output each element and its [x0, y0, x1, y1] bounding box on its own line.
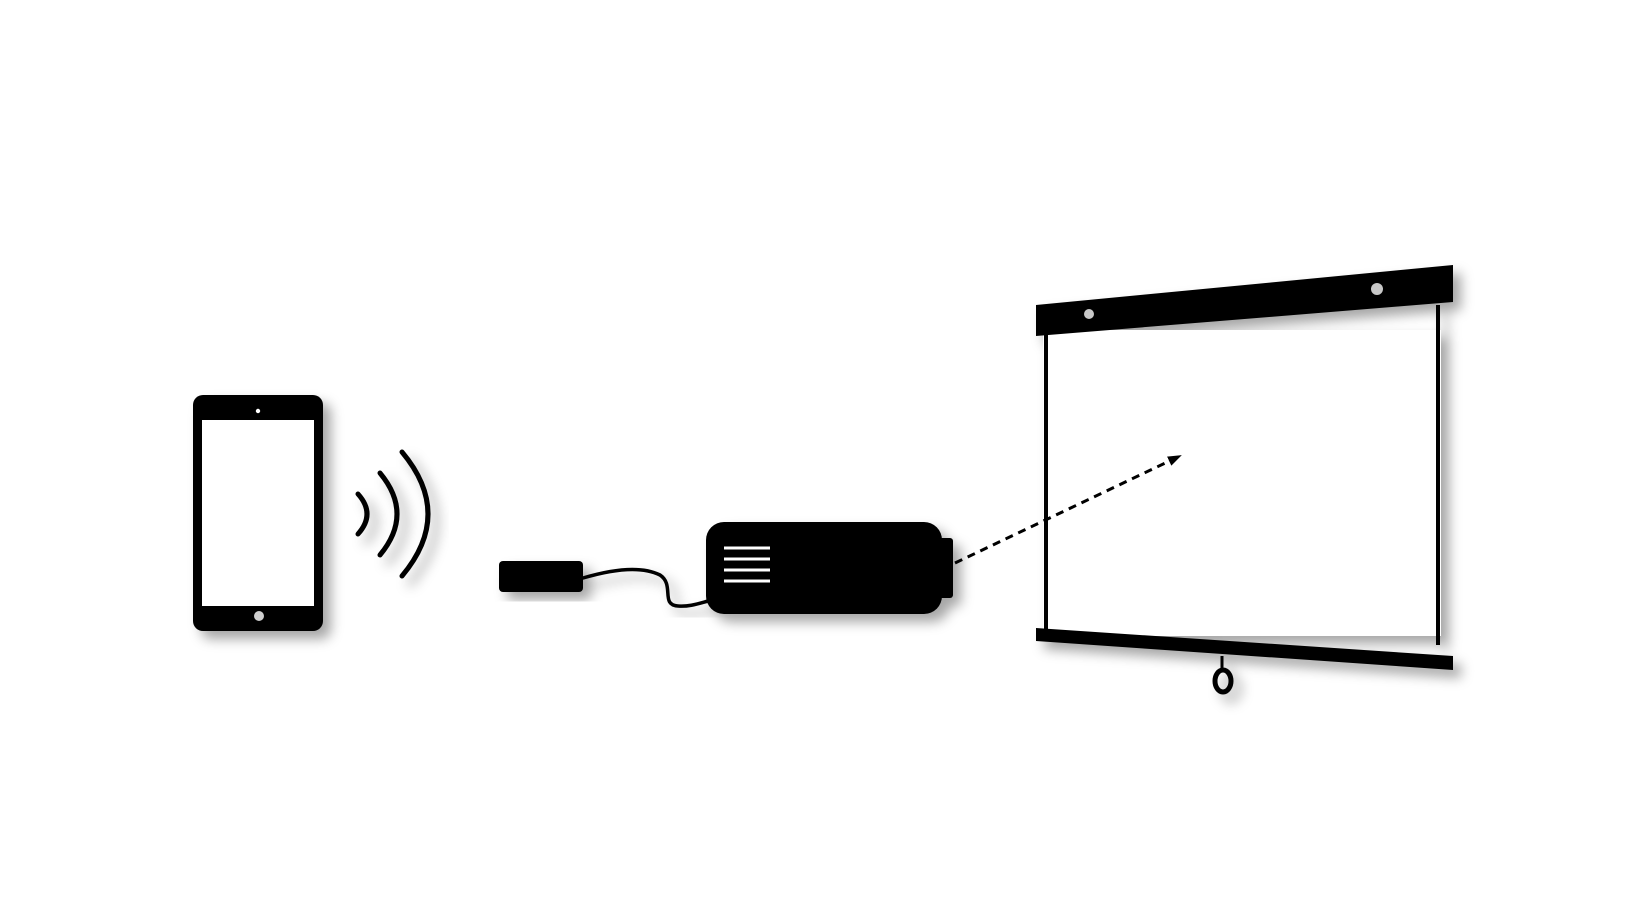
projector-vent: [724, 546, 770, 583]
tablet-screen: [202, 420, 314, 606]
screen-mount-right: [1371, 283, 1383, 295]
dongle-icon: [499, 561, 583, 592]
adapter-cable: [581, 567, 714, 608]
projector-lens: [934, 538, 953, 598]
wifi-waves-icon: [355, 449, 431, 579]
screen-bottom-bar: [1036, 628, 1453, 670]
projector-icon: [706, 522, 953, 614]
screen-top-bar: [1036, 265, 1453, 336]
tablet-home-button: [254, 611, 264, 621]
tablet-icon: [193, 395, 323, 631]
tablet-camera: [255, 408, 261, 414]
screen-mount-left: [1084, 309, 1094, 319]
screen-surface: [1043, 330, 1441, 636]
screen-pull-ring: [1212, 667, 1234, 695]
projection-screen-icon: [1036, 265, 1453, 695]
